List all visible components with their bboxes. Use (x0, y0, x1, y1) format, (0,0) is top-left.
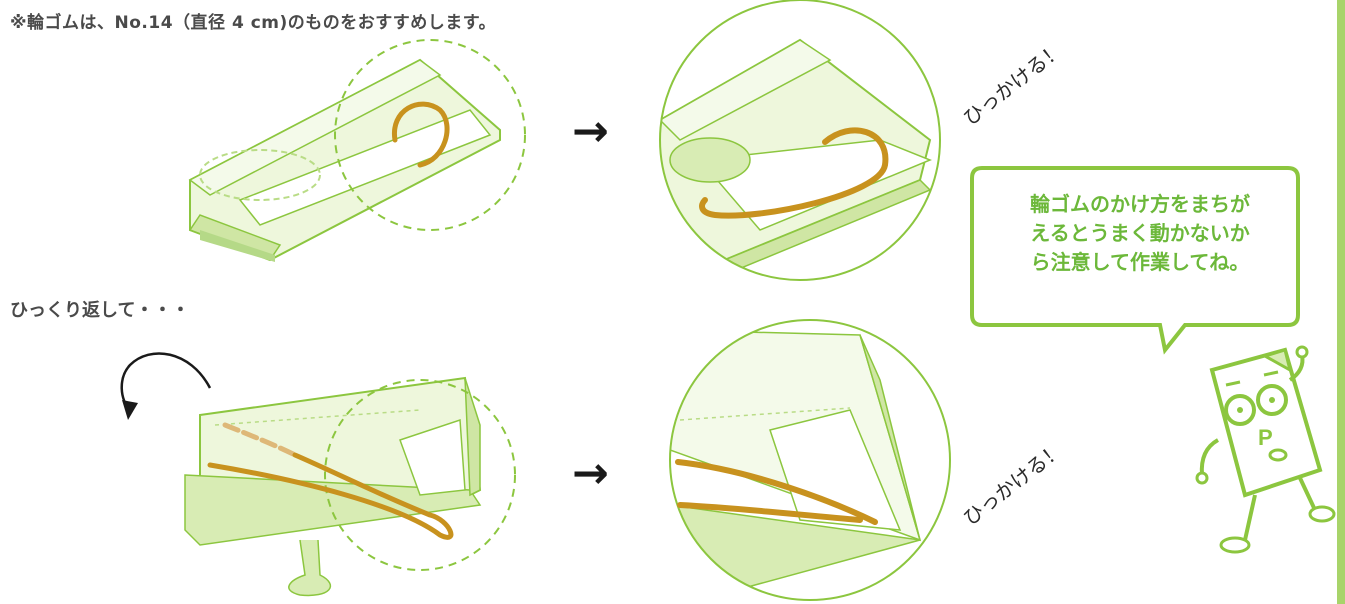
speech-line-1: 輪ゴムのかけ方をまちが (1030, 192, 1250, 216)
zoom-detail-bottom (669, 319, 951, 601)
zoom-detail-top (659, 0, 941, 281)
zoom-circle-dashed-2 (324, 379, 516, 571)
right-edge-bar (1337, 0, 1345, 604)
speech-bubble-text: 輪ゴムのかけ方をまちが えるとうまく動かないか ら注意して作業してね。 (990, 190, 1290, 277)
rubber-band-1 (392, 101, 450, 168)
rubber-band-2 (207, 452, 454, 540)
mascot-character: P (1195, 345, 1336, 554)
folded-box-top-left (188, 58, 501, 262)
speech-line-2: えるとうまく動かないか (1030, 221, 1250, 245)
rotate-arrowhead-icon (122, 400, 138, 420)
rubber-band-2-hidden (222, 422, 298, 458)
rubber-band-zoom-2 (675, 459, 878, 525)
rubber-band-note: ※輪ゴムは、No.14（直径 4 cm)のものをおすすめします。 (10, 13, 497, 33)
flip-instruction: ひっくり返して・・・ (10, 300, 190, 321)
rubber-band-zoom-1 (699, 127, 889, 219)
rotate-arrow-icon (120, 352, 212, 411)
step-arrow-icon-1: → (572, 106, 609, 157)
zoom-circle-dashed-1 (334, 39, 526, 231)
speech-line-3: ら注意して作業してね。 (1030, 250, 1250, 274)
step-arrow-icon-2: → (572, 448, 609, 499)
svg-text:P: P (1258, 425, 1273, 450)
speech-bubble (970, 166, 1300, 355)
flipped-box-bottom-left (184, 376, 482, 597)
